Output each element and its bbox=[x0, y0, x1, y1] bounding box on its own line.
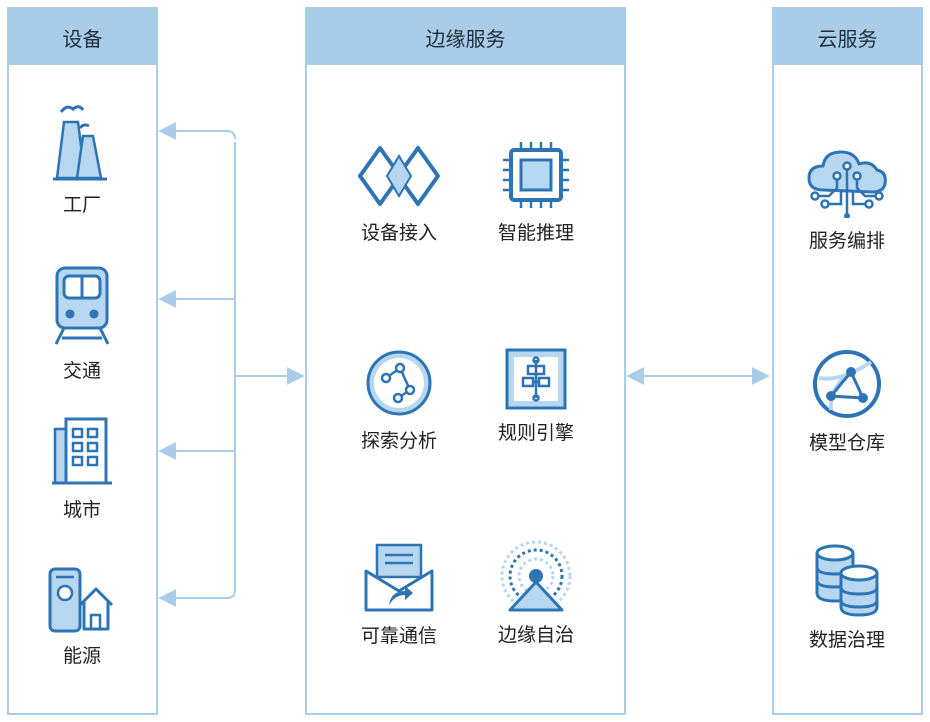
signal-tower-icon bbox=[500, 540, 572, 612]
cloud-orchestration: 服务编排 bbox=[782, 144, 912, 253]
rule-engine-icon bbox=[505, 348, 567, 410]
cloud-panel-title: 云服务 bbox=[774, 9, 921, 65]
device-factory: 工厂 bbox=[17, 100, 147, 217]
edge-device-access-label: 设备接入 bbox=[360, 222, 437, 244]
bracket-top bbox=[226, 130, 236, 140]
edge-panel-title: 边缘服务 bbox=[307, 9, 624, 65]
device-energy-label: 能源 bbox=[62, 645, 101, 667]
device-access-icon bbox=[358, 146, 440, 206]
edge-autonomy: 边缘自治 bbox=[471, 538, 601, 647]
device-city: 城市 bbox=[17, 415, 147, 522]
factory-icon bbox=[53, 105, 107, 181]
energy-icon bbox=[48, 567, 114, 633]
edge-panel: 边缘服务 bbox=[305, 7, 626, 715]
edge-device-access: 设备接入 bbox=[334, 142, 464, 245]
edge-rule-engine: 规则引擎 bbox=[471, 348, 601, 445]
analysis-icon bbox=[366, 350, 432, 416]
cloud-data-governance: 数据治理 bbox=[782, 543, 912, 652]
mail-icon bbox=[364, 543, 434, 612]
edge-analysis-label: 探索分析 bbox=[360, 430, 437, 452]
device-city-label: 城市 bbox=[62, 499, 101, 521]
database-icon bbox=[815, 544, 879, 617]
device-traffic: 交通 bbox=[17, 264, 147, 383]
device-energy: 能源 bbox=[17, 565, 147, 668]
edge-analysis: 探索分析 bbox=[334, 348, 464, 453]
edge-communication: 可靠通信 bbox=[334, 543, 464, 648]
cloud-data-governance-label: 数据治理 bbox=[808, 629, 885, 651]
edge-rule-engine-label: 规则引擎 bbox=[497, 422, 574, 444]
edge-inference: 智能推理 bbox=[471, 140, 601, 245]
device-traffic-label: 交通 bbox=[62, 360, 101, 382]
edge-communication-label: 可靠通信 bbox=[360, 625, 437, 647]
edge-inference-label: 智能推理 bbox=[497, 222, 574, 244]
train-icon bbox=[54, 266, 110, 345]
cloud-model-repo-label: 模型仓库 bbox=[808, 432, 885, 454]
chip-icon bbox=[503, 142, 569, 208]
bracket-line bbox=[226, 142, 236, 599]
building-icon bbox=[52, 417, 112, 485]
cloud-circuit-icon bbox=[807, 150, 887, 218]
globe-network-icon bbox=[813, 350, 881, 418]
devices-panel-title: 设备 bbox=[9, 9, 156, 65]
cloud-model-repo: 模型仓库 bbox=[782, 348, 912, 455]
edge-autonomy-label: 边缘自治 bbox=[497, 624, 574, 646]
cloud-orchestration-label: 服务编排 bbox=[808, 230, 885, 252]
device-factory-label: 工厂 bbox=[62, 194, 101, 216]
